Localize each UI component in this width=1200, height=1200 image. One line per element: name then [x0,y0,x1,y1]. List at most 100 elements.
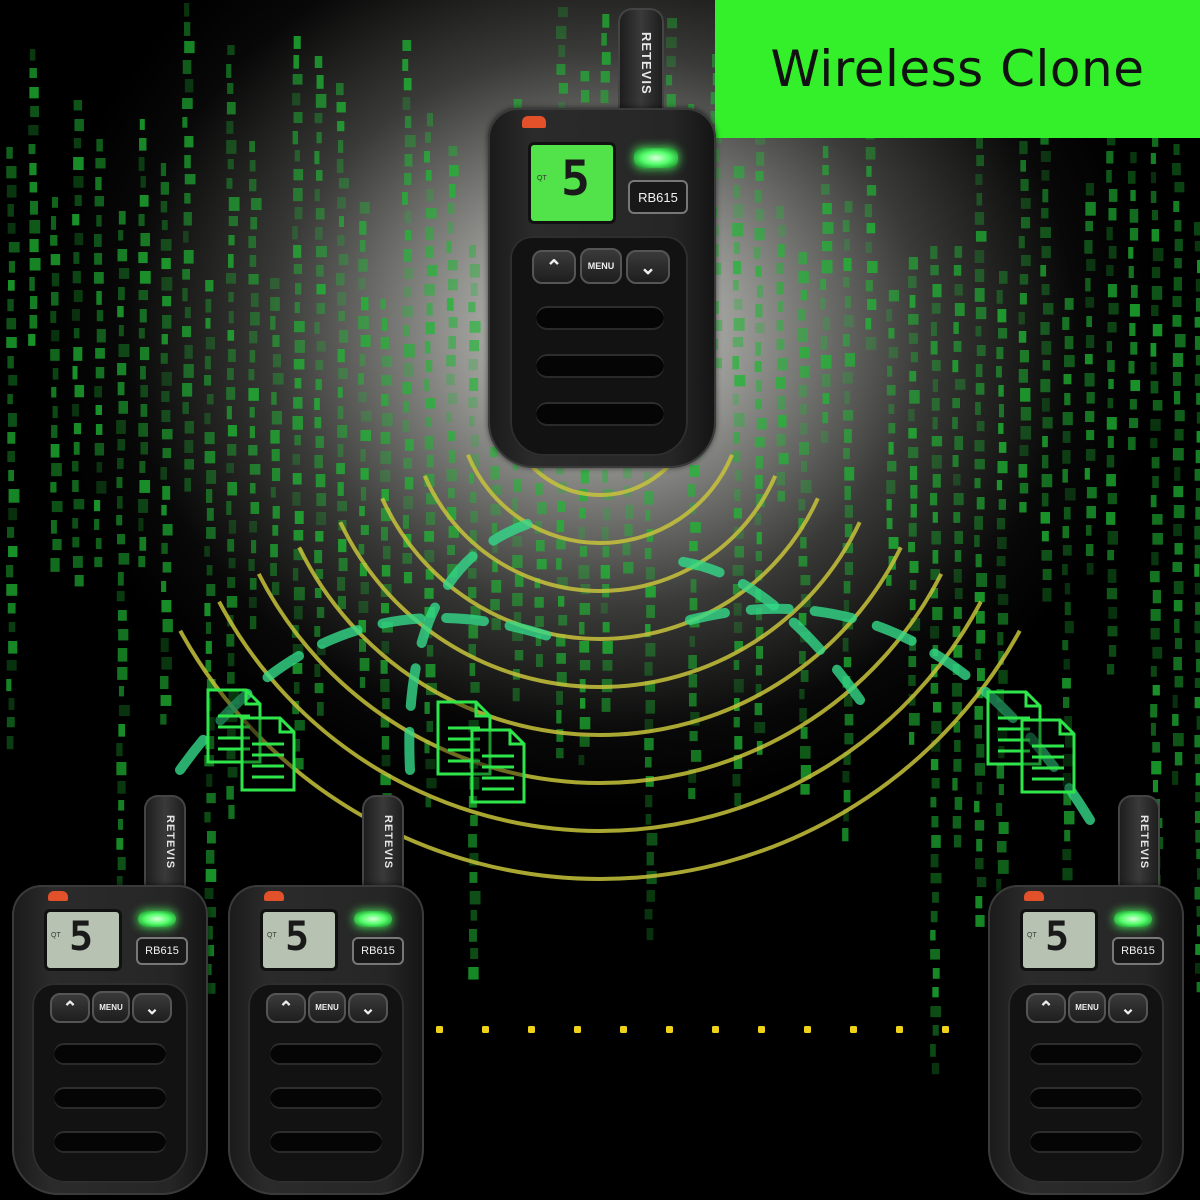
matrix-glyph [162,448,172,459]
matrix-glyph [734,470,742,482]
matrix-code-column [842,201,856,842]
matrix-glyph [294,758,304,770]
matrix-glyph [184,3,190,17]
matrix-glyph [710,92,718,105]
matrix-glyph [160,638,169,652]
matrix-glyph [975,858,984,870]
matrix-glyph [602,622,610,633]
sync-dot [528,1026,535,1033]
matrix-glyph [469,663,476,676]
matrix-glyph [270,430,280,444]
matrix-glyph [953,341,962,352]
matrix-glyph [974,725,982,739]
matrix-glyph [96,139,103,152]
matrix-glyph [293,55,299,69]
matrix-glyph [953,474,961,486]
matrix-glyph [1042,569,1052,581]
matrix-glyph [975,915,985,927]
matrix-glyph [117,306,124,318]
matrix-glyph [160,353,168,364]
matrix-glyph [975,649,981,661]
matrix-glyph [844,315,854,328]
matrix-glyph [534,597,544,608]
matrix-glyph [403,458,412,469]
matrix-glyph [293,188,303,202]
matrix-glyph [1172,353,1184,367]
matrix-glyph [184,193,191,204]
matrix-glyph [425,360,433,373]
matrix-glyph [227,425,237,437]
matrix-glyph [161,334,168,345]
matrix-glyph [95,367,105,379]
matrix-glyph [866,261,878,273]
matrix-glyph [1040,132,1049,145]
matrix-glyph [1128,361,1135,374]
matrix-glyph [424,474,435,487]
matrix-glyph [600,565,611,579]
radio-lcd: QT 5 [44,909,122,971]
matrix-glyph [556,748,564,759]
matrix-glyph [138,556,146,568]
matrix-glyph [931,778,940,789]
matrix-glyph [6,147,13,159]
matrix-glyph [1062,697,1070,708]
matrix-glyph [909,580,917,591]
matrix-glyph [359,221,367,235]
matrix-glyph [314,455,323,469]
matrix-glyph [865,318,872,330]
matrix-glyph [909,390,920,404]
matrix-glyph [1195,298,1200,312]
matrix-glyph [29,239,39,253]
matrix-glyph [800,727,808,739]
matrix-glyph [404,173,412,185]
matrix-glyph [227,45,235,56]
matrix-glyph [644,719,654,732]
matrix-glyph [72,556,83,568]
data-transfer-arc [655,555,865,705]
matrix-glyph [954,740,961,752]
matrix-glyph [1129,323,1136,336]
matrix-glyph [601,698,611,712]
matrix-glyph [600,71,610,83]
matrix-glyph [426,398,435,409]
matrix-glyph [1173,524,1182,537]
matrix-glyph [294,435,301,446]
matrix-glyph [1018,369,1029,383]
matrix-code-column [6,147,20,750]
matrix-glyph [29,163,37,176]
matrix-glyph [426,113,434,127]
matrix-glyph [932,1025,939,1036]
matrix-glyph [1020,160,1026,172]
matrix-code-column [72,100,85,587]
signal-wave-arc [422,475,778,593]
matrix-glyph [316,284,326,295]
matrix-glyph [316,645,326,656]
matrix-glyph [1064,336,1074,350]
matrix-glyph [844,486,851,500]
matrix-glyph [580,90,590,103]
matrix-glyph [491,618,501,631]
matrix-glyph [799,404,808,415]
matrix-glyph [1107,284,1117,298]
matrix-glyph [513,479,522,492]
matrix-glyph [844,467,855,481]
matrix-code-column [1106,75,1119,675]
matrix-glyph [998,670,1008,684]
matrix-glyph [50,482,57,493]
matrix-glyph [270,487,276,498]
menu-button: MENU [308,991,346,1023]
matrix-glyph [403,249,412,262]
matrix-glyph [1196,849,1200,860]
speaker-grille-slot [536,354,664,376]
matrix-glyph [358,278,366,290]
matrix-glyph [844,353,856,367]
matrix-glyph [206,774,213,787]
matrix-glyph [360,411,372,422]
matrix-glyph [820,298,826,310]
matrix-glyph [688,693,697,707]
matrix-glyph [73,176,84,188]
matrix-glyph [448,146,458,157]
master-radio: RETEVIS QT 5 RB615 ⌃ MENU ⌄ [488,8,716,468]
matrix-glyph [624,524,633,537]
